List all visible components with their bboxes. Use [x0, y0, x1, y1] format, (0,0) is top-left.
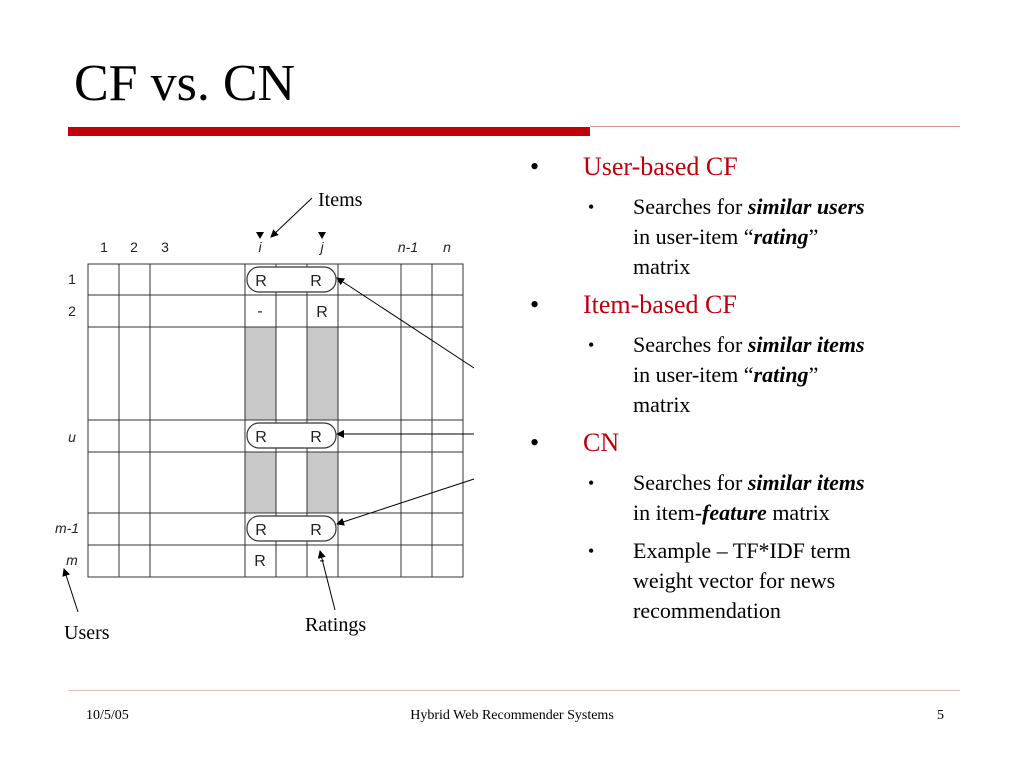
bullet-dot-icon: • — [530, 152, 540, 181]
row-label: 2 — [68, 303, 76, 319]
column-label: n — [443, 239, 451, 255]
rating-cell: R — [316, 304, 328, 321]
column-label: i — [258, 239, 262, 255]
title-rule-red — [68, 127, 590, 136]
row-label: m-1 — [55, 520, 79, 536]
column-j-shading — [307, 327, 338, 420]
bullet-dot-icon: • — [588, 197, 595, 217]
bullet-cn: • CN — [530, 428, 960, 458]
bullet-heading: User-based CF — [583, 152, 738, 181]
rating-cell: R — [310, 273, 322, 290]
bullet-dot-icon: • — [530, 428, 540, 457]
column-i-shading — [245, 452, 276, 513]
row-label: m — [66, 552, 78, 568]
rating-cell: R — [310, 429, 322, 446]
bullet-user-based-cf: • User-based CF — [530, 152, 960, 182]
users-arrow — [62, 568, 79, 613]
bullet-dot-icon: • — [588, 541, 595, 561]
similarity-arrow-bottom — [336, 478, 475, 526]
rating-cell: R — [310, 522, 322, 539]
footer-date: 10/5/05 — [86, 708, 129, 723]
rating-cell: R — [255, 429, 267, 446]
ratings-arrow — [317, 550, 336, 611]
column-label: 2 — [130, 239, 138, 255]
column-i-shading — [245, 327, 276, 420]
footer-rule — [68, 690, 960, 691]
rating-pills — [246, 266, 337, 542]
bullet-list: • User-based CF • Searches for similar u… — [530, 152, 960, 634]
column-label: 3 — [161, 239, 169, 255]
page-number: 5 — [937, 708, 944, 723]
rating-cell: R — [255, 273, 267, 290]
rating-cell: - — [257, 303, 262, 320]
ratings-label: Ratings — [305, 614, 366, 636]
column-j-marker-icon — [318, 232, 326, 239]
similarity-arrow-top — [336, 277, 475, 369]
sub-bullet: • Searches for similar users in user-ite… — [588, 194, 865, 279]
bullet-dot-icon: • — [588, 335, 595, 355]
rating-cell: R — [255, 522, 267, 539]
row-label: u — [68, 429, 76, 445]
column-label: n-1 — [398, 239, 418, 255]
bullet-heading: Item-based CF — [583, 290, 737, 319]
bullet-dot-icon: • — [530, 290, 540, 319]
bullet-heading: CN — [583, 428, 620, 457]
column-i-marker-icon — [256, 232, 264, 239]
title-rule-thin — [590, 126, 960, 127]
slide-title: CF vs. CN — [74, 55, 296, 112]
items-arrow — [270, 197, 313, 238]
bullet-item-based-cf: • Item-based CF — [530, 290, 960, 320]
row-label: 1 — [68, 271, 76, 287]
column-label: j — [318, 239, 324, 255]
footer-title: Hybrid Web Recommender Systems — [410, 708, 614, 723]
bullet-dot-icon: • — [588, 473, 595, 493]
sub-bullet: • Searches for similar items in item-fea… — [588, 470, 865, 525]
column-label: 1 — [100, 239, 108, 255]
items-label: Items — [318, 189, 363, 211]
users-label: Users — [64, 622, 110, 644]
sub-bullet: • Searches for similar items in user-ite… — [588, 332, 865, 417]
rating-cell: R — [254, 553, 266, 570]
user-item-matrix-diagram: 1 2 3 i j n-1 n 1 2 u m-1 m R R - R R R … — [55, 189, 475, 644]
column-j-shading — [307, 452, 338, 513]
sub-bullet: • Example – TF*IDF term weight vector fo… — [588, 538, 851, 623]
